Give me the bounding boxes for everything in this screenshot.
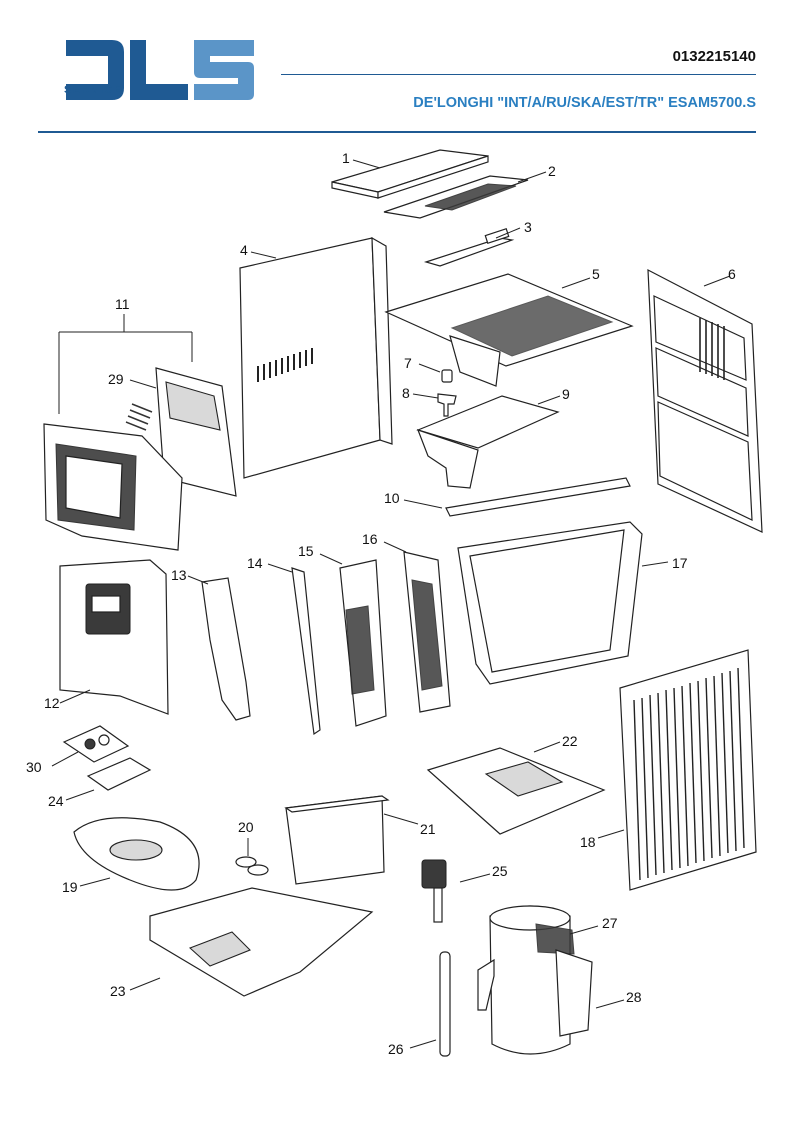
logo-service-text: SERVICE: [64, 84, 123, 96]
part-10-bar: [445, 477, 631, 517]
part-3-lever: [423, 228, 515, 267]
model-title: DE'LONGHI "INT/A/RU/SKA/EST/TR" ESAM5700…: [413, 95, 756, 111]
label-23: 23: [110, 983, 126, 999]
dls-service-logo: [66, 40, 254, 100]
part-16-panel: [403, 551, 451, 713]
part-5-top-frame: [384, 273, 634, 387]
part-18-grille-panel: [619, 649, 757, 891]
part-27-28-milk-jug: [477, 905, 593, 1055]
label-4: 4: [240, 242, 248, 258]
label-29: 29: [108, 371, 124, 387]
label-6: 6: [728, 266, 736, 282]
header-rule: [38, 131, 756, 133]
label-10: 10: [384, 490, 400, 506]
label-25: 25: [492, 863, 508, 879]
part-1-top-cover: [331, 149, 489, 199]
part-15-panel: [339, 559, 387, 727]
label-18: 18: [580, 834, 596, 850]
label-8: 8: [402, 385, 410, 401]
label-9: 9: [562, 386, 570, 402]
part-6-back-panel: [647, 268, 763, 533]
label-17: 17: [672, 555, 688, 571]
part-12-front-panel: [59, 559, 169, 715]
part-2-grid-cover: [383, 175, 529, 219]
part-22-tray-support: [426, 747, 606, 835]
label-11: 11: [115, 296, 130, 312]
label-15: 15: [298, 543, 314, 559]
part-17-water-tank: [457, 521, 643, 685]
part-4-side-panel: [239, 236, 393, 479]
part-20-cap: [235, 856, 269, 876]
part-23-drip-tray: [149, 887, 374, 997]
label-12: 12: [44, 695, 60, 711]
part-30-label-sheet: [62, 725, 130, 763]
part-21-grounds-container: [284, 795, 390, 885]
label-14: 14: [247, 555, 263, 571]
part-26-tube: [439, 951, 451, 1057]
part-7-knob: [441, 369, 453, 383]
part-24-cover-plate: [86, 757, 152, 791]
part-number-labels: 1 2 3 4 5 6 7 8 9 10 11 12 13 14 15 16 1…: [26, 150, 736, 1057]
part-13-side-trim: [201, 577, 251, 721]
label-26: 26: [388, 1041, 404, 1057]
label-24: 24: [48, 793, 64, 809]
label-13: 13: [171, 567, 187, 583]
label-20: 20: [238, 819, 254, 835]
part-19-cup-plate: [73, 817, 200, 891]
label-5: 5: [592, 266, 600, 282]
leader-lines: [51, 159, 731, 1049]
label-7: 7: [404, 355, 412, 371]
part-8-valve: [437, 393, 457, 417]
header-divider: [281, 74, 756, 75]
label-27: 27: [602, 915, 618, 931]
label-3: 3: [524, 219, 532, 235]
label-22: 22: [562, 733, 578, 749]
label-28: 28: [626, 989, 642, 1005]
part-14-strip: [291, 567, 321, 736]
document-number: 0132215140: [672, 48, 756, 65]
part-9-funnel: [416, 395, 560, 489]
part-25-spout: [421, 859, 447, 923]
label-16: 16: [362, 531, 378, 547]
label-1: 1: [342, 150, 350, 166]
label-2: 2: [548, 163, 556, 179]
label-19: 19: [62, 879, 78, 895]
label-30: 30: [26, 759, 42, 775]
part-29-circuit-board: [125, 367, 237, 497]
part-11-display-panel: [43, 423, 183, 551]
label-21: 21: [420, 821, 436, 837]
